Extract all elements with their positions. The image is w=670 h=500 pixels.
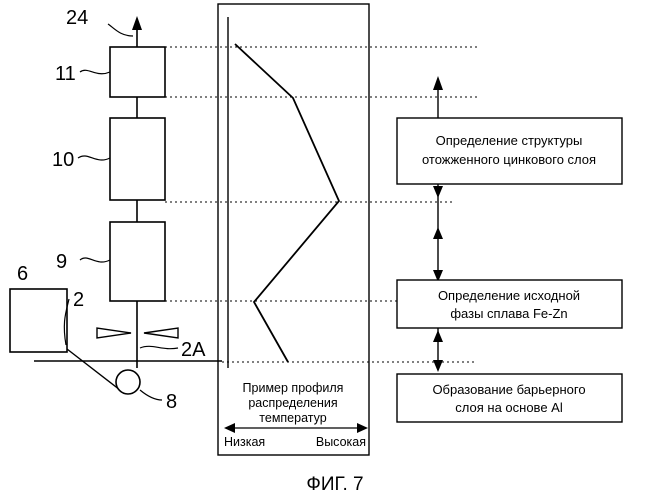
step-1-line1: Определение структуры <box>436 133 583 148</box>
ref-10: 10 <box>52 149 74 171</box>
leader-10 <box>78 156 110 160</box>
ref-2: 2 <box>73 289 84 311</box>
step-1-line2: отожженного цинкового слоя <box>422 152 596 167</box>
profile-caption-line1: Пример профиля <box>243 381 344 395</box>
unit-6-box <box>10 289 67 352</box>
strip-entry-line <box>67 349 120 390</box>
ref-6: 6 <box>17 263 28 285</box>
temperature-profile-curve <box>235 44 339 362</box>
leader-11 <box>80 70 110 73</box>
sink-roll <box>116 370 140 394</box>
low-arrowhead <box>224 423 235 433</box>
leader-8 <box>140 390 162 400</box>
right-nozzle <box>144 328 178 338</box>
strip-exit-arrow <box>132 16 142 30</box>
step-box-1 <box>397 118 622 184</box>
unit-11-box <box>110 47 165 97</box>
connector-arrow-down-1 <box>433 186 443 198</box>
step-3-line1: Образование барьерного <box>432 382 585 397</box>
ref-2A: 2A <box>181 339 206 361</box>
ref-11: 11 <box>55 63 76 85</box>
low-label: Низкая <box>224 435 265 449</box>
leader-24 <box>108 24 133 36</box>
step-2-line2: фазы сплава Fe-Zn <box>450 306 567 321</box>
high-arrowhead <box>357 423 368 433</box>
connector-arrow-down-3 <box>433 360 443 372</box>
step-3-line2: слоя на основе Al <box>455 400 563 415</box>
high-label: Высокая <box>316 435 366 449</box>
ref-24: 24 <box>66 7 88 29</box>
connector-arrow-up-2 <box>433 227 443 239</box>
profile-caption-line3: температур <box>259 411 326 425</box>
ref-8: 8 <box>166 391 177 413</box>
leader-2A <box>140 346 178 348</box>
connector-arrow-up-3 <box>433 330 443 342</box>
left-nozzle <box>97 328 131 338</box>
leader-9 <box>80 258 110 262</box>
profile-caption-line2: распределения <box>248 396 337 410</box>
step-2-line1: Определение исходной <box>438 288 580 303</box>
unit-10-box <box>110 118 165 200</box>
connector-top-arrow <box>433 76 443 90</box>
unit-9-box <box>110 222 165 301</box>
ref-9: 9 <box>56 251 67 273</box>
figure-caption: ФИГ. 7 <box>306 474 363 495</box>
